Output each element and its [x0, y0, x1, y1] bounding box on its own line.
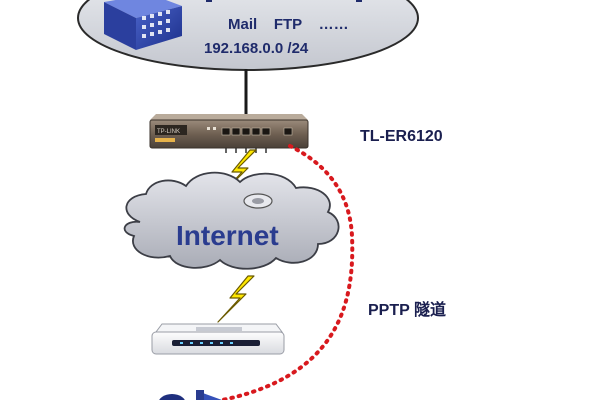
satellite-dish-icon [243, 193, 273, 209]
internet-label: Internet [176, 220, 279, 251]
pptp-tunnel-label: PPTP 隧道 [368, 300, 446, 319]
router-port-cables [225, 148, 267, 153]
cloud-shape [123, 171, 340, 270]
lan-top-cut-items [206, 0, 362, 2]
lightning-bolt-icon-lower [217, 275, 255, 323]
router-brand-plate [155, 125, 187, 135]
lan-services-label: Mail FTP …… [228, 16, 349, 33]
pptp-tunnel-line [220, 144, 355, 400]
server-building-icon [104, 0, 182, 50]
remote-modem-device [151, 323, 285, 355]
remote-client-icon [159, 390, 222, 400]
lan-network: Mail FTP …… 192.168.0.0 /24 [77, 0, 419, 71]
router-ports [221, 127, 293, 136]
internet-cloud: Internet [123, 171, 340, 270]
router-model-label: TL-ER6120 [360, 128, 443, 145]
router-brand-text: TP-LINK [157, 129, 180, 135]
lan-subnet-label: 192.168.0.0 /24 [204, 40, 309, 57]
router-device: TP-LINK [149, 114, 309, 149]
